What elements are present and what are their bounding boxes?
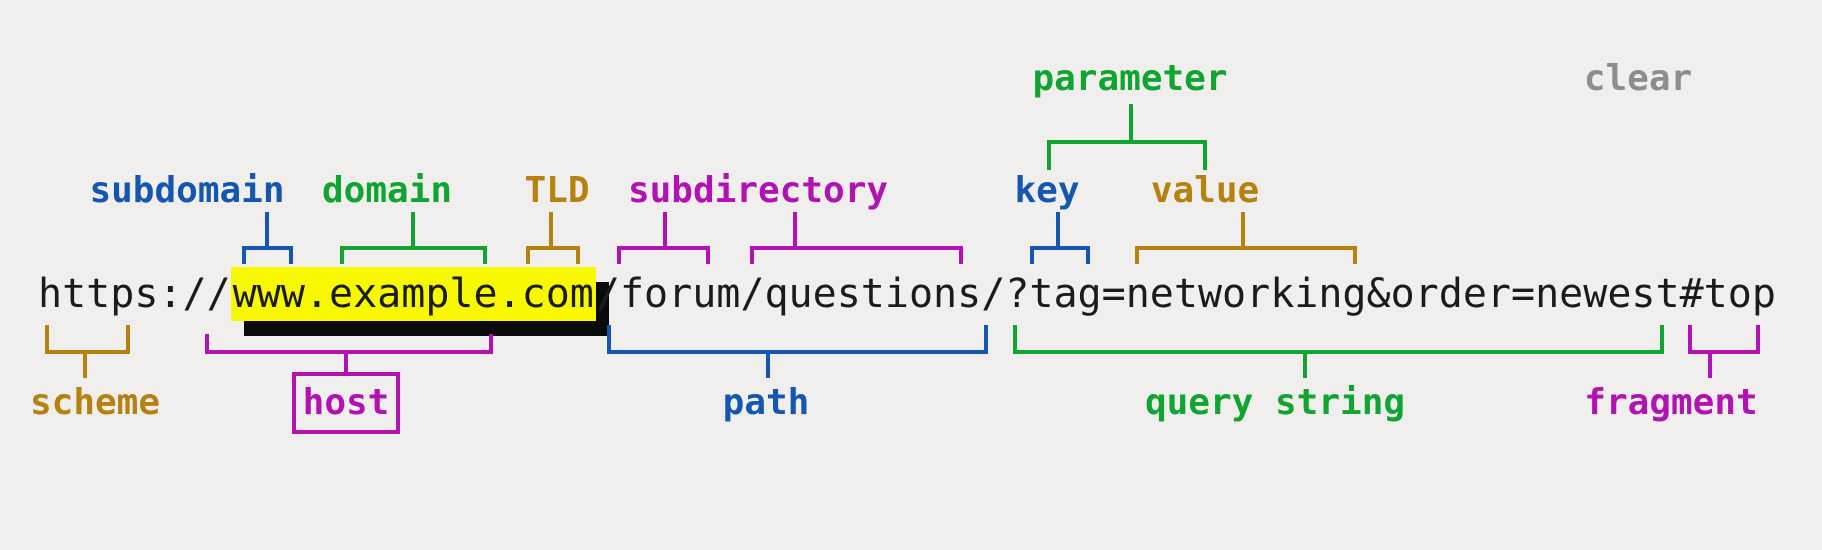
fragment-bracket: [1688, 325, 1760, 354]
scheme-stem: [83, 354, 87, 378]
subdirectory-bracket-2: [750, 246, 963, 264]
fragment-label[interactable]: fragment: [1584, 382, 1758, 423]
tld-bracket: [526, 246, 580, 264]
url-text: https://www.example.com/forum/questions/…: [38, 266, 1776, 322]
host-box[interactable]: host: [292, 372, 400, 434]
host-bracket: [205, 334, 493, 354]
parameter-label[interactable]: parameter: [1032, 58, 1228, 99]
scheme-label[interactable]: scheme: [29, 382, 161, 423]
fragment-stem: [1708, 354, 1712, 378]
value-bracket: [1135, 246, 1357, 264]
subdirectory-bracket-1: [617, 246, 710, 264]
path-bracket: [607, 325, 988, 354]
url-host-highlight[interactable]: www.example.com: [230, 267, 596, 321]
key-bracket: [1030, 246, 1090, 264]
parameter-stem: [1129, 104, 1133, 140]
host-label[interactable]: host: [302, 382, 390, 423]
domain-stem: [411, 212, 415, 246]
value-label[interactable]: value: [1150, 170, 1260, 211]
clear-button[interactable]: clear: [1583, 58, 1693, 99]
subdomain-label[interactable]: subdomain: [89, 170, 285, 211]
tld-stem: [549, 212, 553, 246]
path-stem: [766, 354, 770, 378]
key-label[interactable]: key: [1014, 170, 1080, 211]
query-string-bracket: [1013, 325, 1664, 354]
subdomain-bracket: [242, 246, 293, 264]
value-stem: [1241, 212, 1245, 246]
query-string-stem: [1303, 354, 1307, 378]
url-remainder-segment[interactable]: /forum/questions/?tag=networking&order=n…: [595, 271, 1776, 317]
parameter-bracket: [1047, 140, 1207, 170]
subdirectory-stem-2: [793, 212, 797, 246]
domain-bracket: [340, 246, 487, 264]
subdirectory-label[interactable]: subdirectory: [627, 170, 889, 211]
domain-label[interactable]: domain: [321, 170, 453, 211]
url-scheme-segment[interactable]: https://: [38, 271, 231, 317]
subdomain-stem: [265, 212, 269, 246]
scheme-bracket: [45, 325, 130, 354]
tld-label[interactable]: TLD: [524, 170, 590, 211]
key-stem: [1056, 212, 1060, 246]
query-string-label[interactable]: query string: [1144, 382, 1406, 423]
path-label[interactable]: path: [722, 382, 810, 423]
host-stem: [344, 354, 348, 372]
subdirectory-stem-1: [663, 212, 667, 246]
